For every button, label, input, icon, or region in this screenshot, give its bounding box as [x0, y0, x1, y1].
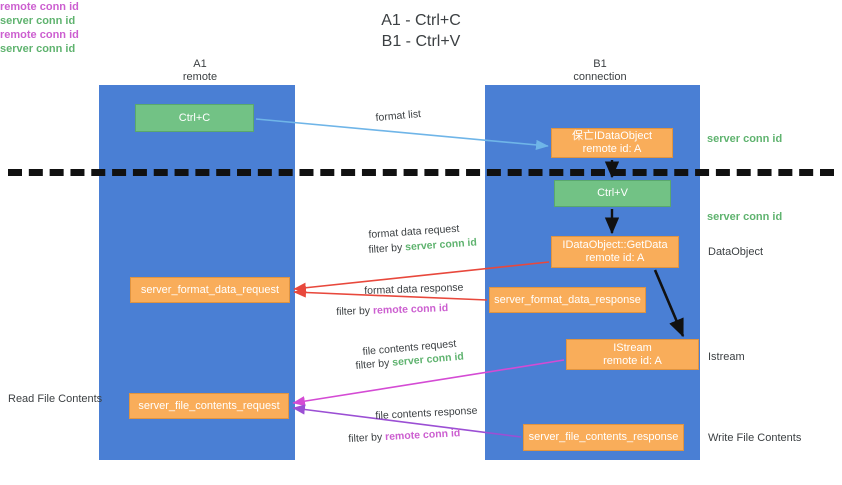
lane-a1-name: A1 — [193, 58, 207, 70]
filter-key-remote-conn-id: remote conn id — [384, 427, 461, 444]
annotation-remote-conn-id-2: remote conn id — [0, 29, 79, 41]
node-server-format-data-response-label: server_format_data_response — [494, 293, 641, 306]
annotation-istream: Istream — [708, 351, 745, 363]
node-idataobject-line2: remote id: A — [582, 143, 642, 155]
title-line-1: A1 - Ctrl+C — [381, 12, 461, 29]
annotation-server-conn-id-top: server conn id — [707, 133, 783, 145]
node-getdata-line2: remote id: A — [585, 252, 645, 264]
node-istream[interactable]: IStream remote id: A — [566, 339, 699, 370]
edge-format-data-request — [293, 261, 550, 293]
node-idataobject-line1: 保亡IDataObject — [571, 130, 653, 142]
annotation-dataobject: DataObject — [708, 246, 764, 258]
node-ctrl-v[interactable]: Ctrl+V — [554, 180, 671, 207]
lane-header-a1: A1 remote — [140, 58, 260, 84]
lane-a1-sub: remote — [182, 71, 218, 83]
edge-file-contents-response — [292, 404, 522, 438]
node-istream-line2: remote id: A — [603, 354, 662, 367]
annotation-server-conn-id-1: server conn id — [0, 15, 76, 27]
lane-b1-sub: connection — [573, 71, 627, 83]
filter-prefix: filter by — [336, 304, 374, 318]
title-line-2: B1 - Ctrl+V — [381, 33, 461, 50]
node-server-file-contents-request[interactable]: server_file_contents_request — [129, 393, 289, 419]
phase-divider — [8, 169, 834, 176]
node-server-file-contents-response-label: server_file_contents_response — [528, 431, 679, 443]
node-server-format-data-request[interactable]: server_format_data_request — [130, 277, 290, 303]
node-ctrl-c-label: Ctrl+C — [178, 111, 211, 124]
annotation-left-conn-ids-bottom: remote conn id server conn id — [0, 28, 842, 56]
annotation-server-conn-id-mid: server conn id — [707, 211, 783, 223]
annotation-server-conn-id-2: server conn id — [0, 43, 76, 55]
filter-prefix: filter by — [348, 431, 386, 445]
page-title: A1 - Ctrl+C B1 - Ctrl+V — [0, 10, 842, 52]
filter-key-remote-conn-id: remote conn id — [372, 302, 449, 317]
lane-header-b1: B1 connection — [535, 58, 665, 84]
node-getdata-line1: IDataObject::GetData — [562, 239, 668, 251]
edge-format-list — [255, 118, 549, 150]
node-idataobject[interactable]: 保亡IDataObject remote id: A — [551, 128, 673, 158]
node-server-file-contents-response[interactable]: server_file_contents_response — [523, 424, 684, 451]
annotation-remote-conn-id-1: remote conn id — [0, 1, 79, 13]
filter-prefix: filter by — [355, 356, 393, 372]
annotation-write-file-contents: Write File Contents — [708, 432, 802, 444]
filter-prefix: filter by — [368, 241, 406, 256]
annotation-left-conn-ids-top: remote conn id server conn id — [0, 0, 842, 28]
node-ctrl-c[interactable]: Ctrl+C — [135, 104, 254, 132]
annotation-read-file-contents: Read File Contents — [8, 393, 103, 405]
edge-file-contents-request — [292, 359, 565, 407]
lane-b1-name: B1 — [593, 58, 607, 70]
edge-getdata-to-istream — [653, 269, 685, 338]
node-idataobject-getdata[interactable]: IDataObject::GetData remote id: A — [551, 236, 679, 268]
node-server-format-data-response[interactable]: server_format_data_response — [489, 287, 646, 313]
edge-format-data-response — [293, 287, 488, 301]
node-server-file-contents-request-label: server_file_contents_request — [138, 399, 280, 412]
node-istream-line1: IStream — [613, 341, 652, 354]
node-ctrl-v-label: Ctrl+V — [597, 187, 628, 199]
node-server-format-data-request-label: server_format_data_request — [140, 283, 280, 296]
